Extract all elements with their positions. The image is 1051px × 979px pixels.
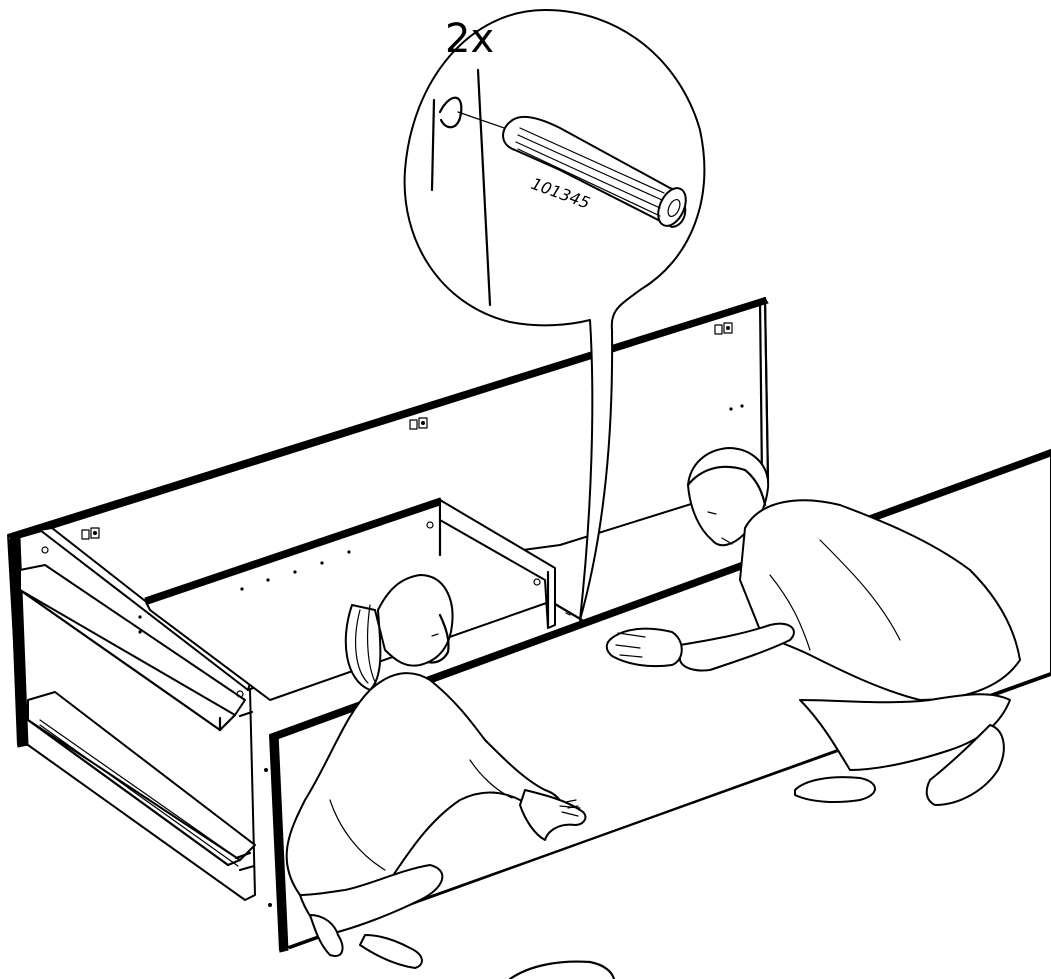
next-callout-edge xyxy=(510,962,614,979)
quantity-label: 2x xyxy=(445,16,494,62)
